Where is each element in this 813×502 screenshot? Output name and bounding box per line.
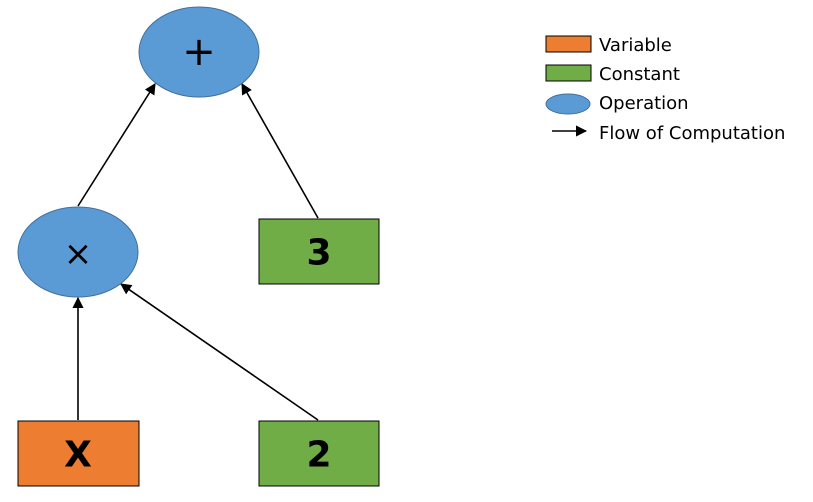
variable-box bbox=[17, 420, 140, 487]
node-two: 2 bbox=[258, 420, 380, 487]
node-x: X bbox=[17, 420, 140, 487]
legend: Variable Constant Operation Flow of Comp… bbox=[545, 35, 785, 144]
edge-times-to-plus bbox=[77, 83, 156, 207]
node-plus-label: + bbox=[182, 29, 216, 75]
edge-two-to-times bbox=[120, 283, 319, 421]
node-times: × bbox=[17, 206, 139, 298]
node-two-label: 2 bbox=[306, 435, 331, 476]
constant-box bbox=[258, 218, 380, 285]
node-x-label: X bbox=[64, 435, 92, 476]
edge-three-to-plus bbox=[241, 83, 319, 219]
node-three: 3 bbox=[258, 218, 380, 285]
legend-flow-label: Flow of Computation bbox=[599, 123, 785, 144]
legend-variable-swatch bbox=[545, 35, 592, 53]
legend-constant-swatch bbox=[545, 64, 592, 82]
legend-operation-label: Operation bbox=[599, 93, 689, 114]
legend-constant-label: Constant bbox=[599, 64, 680, 85]
node-plus: + bbox=[138, 6, 260, 98]
operation-ellipse bbox=[17, 206, 139, 298]
node-times-label: × bbox=[64, 234, 93, 274]
operation-ellipse bbox=[138, 6, 260, 98]
legend-operation-swatch bbox=[545, 93, 591, 115]
legend-variable-label: Variable bbox=[599, 35, 672, 56]
constant-box bbox=[258, 420, 380, 487]
node-three-label: 3 bbox=[306, 233, 331, 274]
